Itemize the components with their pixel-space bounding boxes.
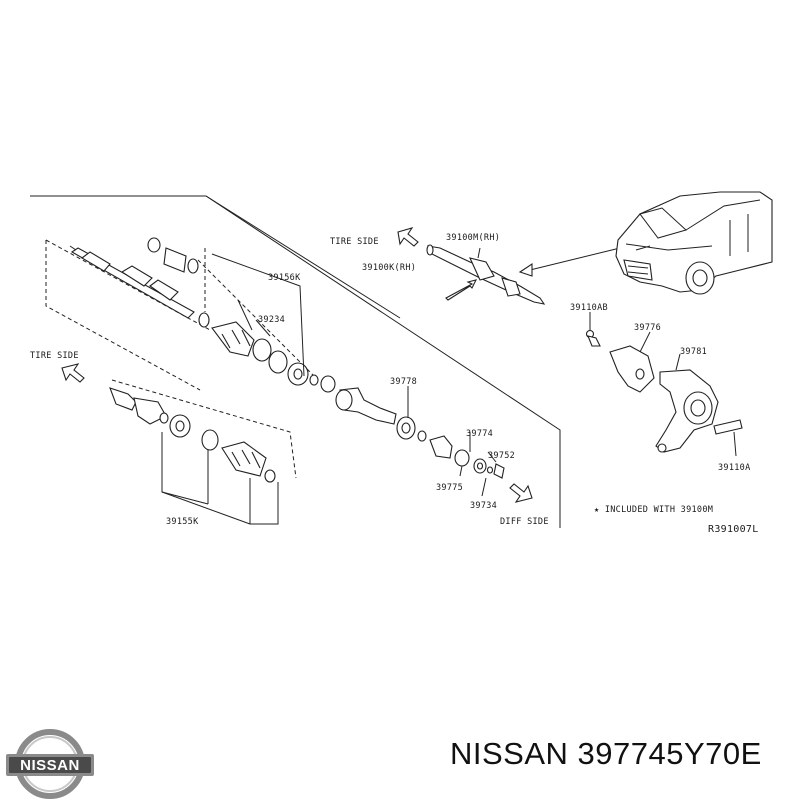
inner-joint-housing [335,386,453,459]
diagram-frame [30,195,561,528]
label-39100k: 39100K(RH) [362,263,416,273]
label-39155k: 39155K [166,517,199,527]
damper-parts [147,237,199,274]
steering-knuckle [585,312,743,457]
diff-side-parts [454,432,505,497]
label-39776: 39776 [634,323,661,333]
label-39734: 39734 [470,501,497,511]
driveshaft-assembly [426,244,546,305]
label-39156k: 39156K [268,273,301,283]
label-ref-code: R391007L [708,524,759,535]
label-39752: 39752 [488,451,515,461]
diff-side-arrow [509,483,533,503]
logo-text: NISSAN [20,757,80,774]
tire-side-arrow-left [61,363,85,383]
part-labels: 39156K 39234 39100K(RH) 39100M(RH) 39778… [30,233,759,535]
label-39110a: 39110A [718,463,751,473]
nissan-logo: NISSAN [6,729,94,799]
label-39775: 39775 [436,483,463,493]
part-number-caption: NISSAN 397745Y70E [450,736,762,771]
car-illustration [615,191,773,295]
label-diff-side: DIFF SIDE [500,517,549,527]
inner-shaft [69,245,195,319]
tire-side-arrow-top [397,227,419,247]
label-note: ★ INCLUDED WITH 39100M [594,505,713,515]
outer-boot-kit [161,429,279,525]
label-39100m: 39100M(RH) [446,233,500,243]
label-tire-side-left: TIRE SIDE [30,351,79,361]
outer-joint [109,387,191,438]
inner-boot-kit [198,253,336,393]
label-39778: 39778 [390,377,417,387]
location-arrows [445,247,621,301]
label-39774: 39774 [466,429,493,439]
label-39110ab: 39110AB [570,303,608,313]
label-39234: 39234 [258,315,285,325]
label-39781: 39781 [680,347,707,357]
label-tire-side-top: TIRE SIDE [330,237,379,247]
